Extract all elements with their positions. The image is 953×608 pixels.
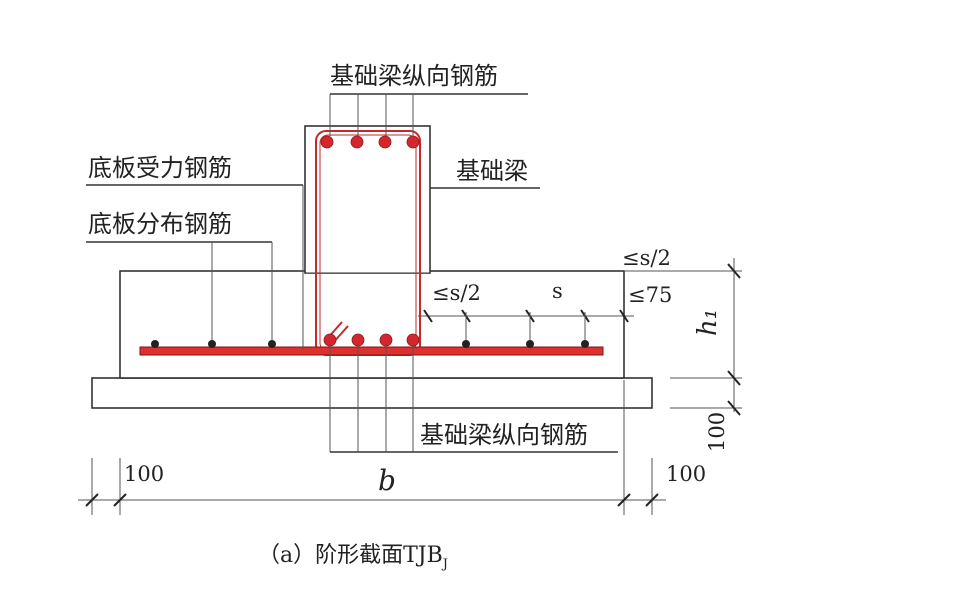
dim-s-half-top: ≤s/2 <box>622 246 671 270</box>
dist-rebar-dot <box>268 340 276 348</box>
dim-b: b <box>378 464 396 497</box>
dim-tick <box>645 493 659 507</box>
cushion-layer <box>91 377 653 409</box>
dist-rebar-dot <box>462 340 470 348</box>
dim-tick <box>617 493 631 507</box>
dim-tick <box>727 263 741 279</box>
label-beam-long-rebar-bottom: 基础梁纵向钢筋 <box>420 421 588 449</box>
slab-step <box>119 270 625 379</box>
beam-bottom-rebar <box>406 333 420 347</box>
dim-100-right: 100 <box>666 462 706 486</box>
dist-rebar-dot <box>581 340 589 348</box>
dim-h1: h₁ <box>693 309 723 336</box>
dim-tick <box>423 309 433 323</box>
slab-main-rebar <box>139 346 604 356</box>
label-foundation-beam: 基础梁 <box>456 157 528 185</box>
dim-le75: ≤75 <box>628 283 672 307</box>
dim-s-half-mid: ≤s/2 <box>432 281 481 305</box>
caption-main: （a）阶形截面TJB <box>258 543 443 568</box>
caption-subscript: J <box>441 557 448 572</box>
dim-tick <box>619 309 629 323</box>
dim-tick <box>113 493 127 507</box>
beam-top-rebar <box>350 135 364 149</box>
label-slab-dist-rebar: 底板分布钢筋 <box>88 210 232 238</box>
dist-rebar-dot <box>151 340 159 348</box>
beam-top-rebar <box>406 135 420 149</box>
dist-rebar-dot <box>526 340 534 348</box>
label-slab-main-rebar: 底板受力钢筋 <box>88 154 232 182</box>
beam-bottom-rebar <box>351 333 365 347</box>
dim-100-left: 100 <box>124 462 164 486</box>
dim-s: s <box>552 279 563 303</box>
label-beam-long-rebar-top: 基础梁纵向钢筋 <box>330 62 498 90</box>
dim-tick <box>727 400 741 416</box>
dim-tick <box>85 493 99 507</box>
beam-rib <box>304 125 431 274</box>
beam-bottom-rebar <box>379 333 393 347</box>
dim-100-vertical: 100 <box>705 412 729 452</box>
dim-tick <box>727 370 741 386</box>
beam-top-rebar <box>320 135 334 149</box>
figure-caption: （a）阶形截面TJBJ <box>258 543 448 572</box>
beam-bottom-rebar <box>323 333 337 347</box>
beam-top-rebar <box>378 135 392 149</box>
dist-rebar-dot <box>208 340 216 348</box>
